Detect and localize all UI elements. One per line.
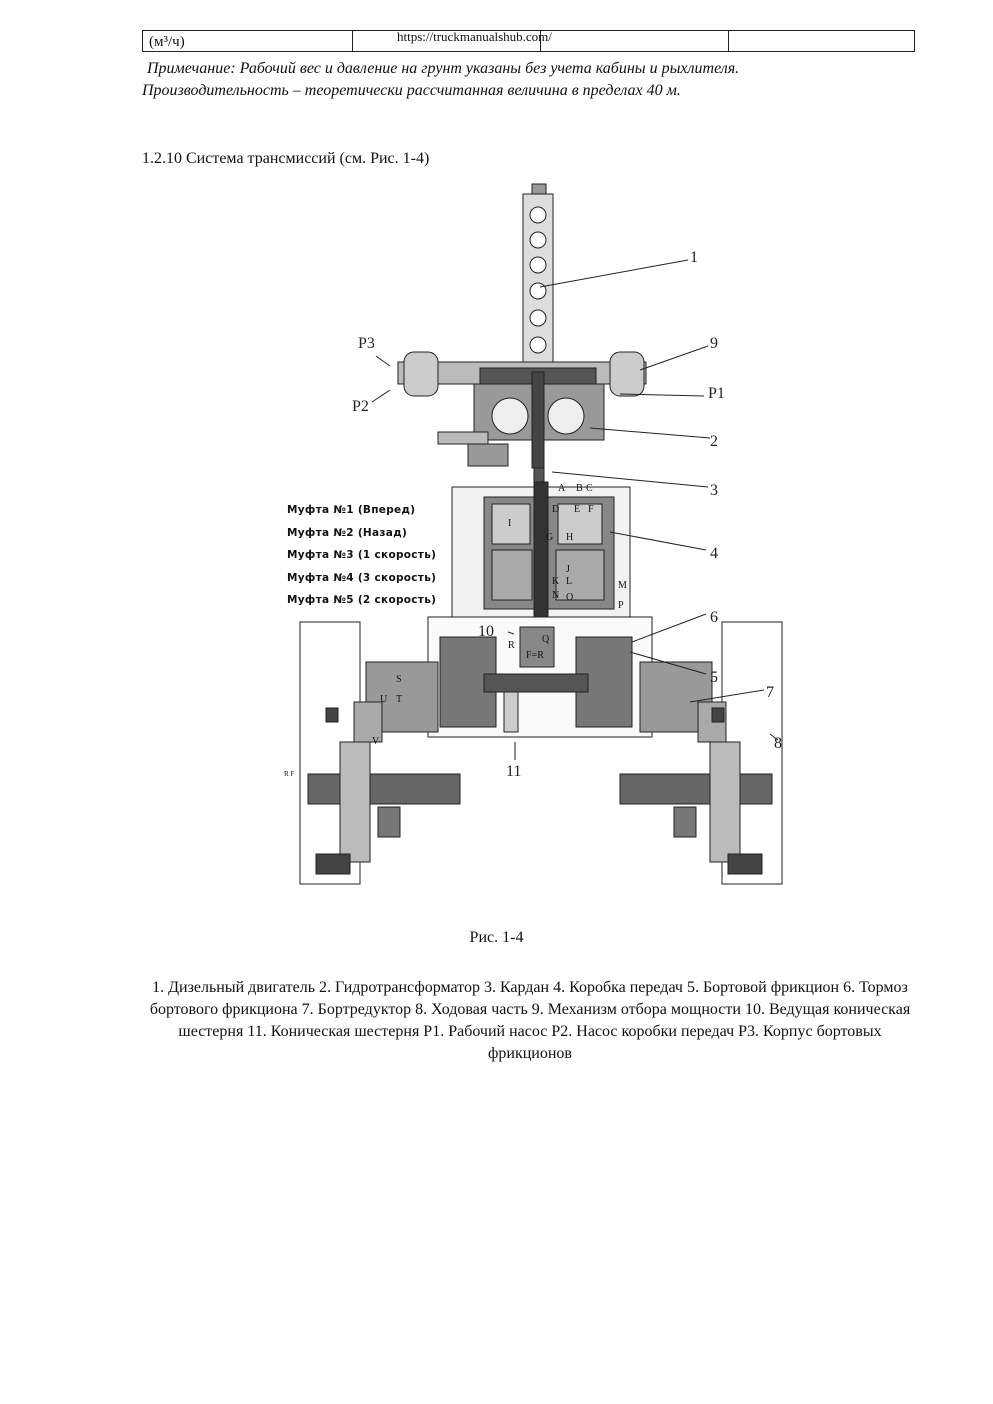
callout-10: 10 [478,623,494,640]
clutch-list: Муфта №1 (Вперед) Муфта №2 (Назад) Муфта… [287,499,436,612]
callout-p3: P3 [358,335,375,352]
letter-p: P [618,600,624,611]
letter-k: K [552,576,560,587]
callout-9: 9 [710,335,718,352]
callout-3: 3 [710,482,718,499]
letter-j: J [566,564,570,575]
letter-q: Q [542,634,550,645]
letter-fr: F=R [526,650,544,661]
letter-r: R [508,640,515,651]
callout-11: 11 [506,763,521,780]
table-divider [728,30,729,52]
letter-i: I [508,518,511,529]
letter-a: A [558,483,566,494]
clutch-item-4: Муфта №4 (3 скорость) [287,571,437,584]
transmission-diagram: 1 2 3 4 5 6 7 8 9 10 11 P1 P2 P3 A B C D… [270,182,810,894]
callout-p1: P1 [708,385,725,402]
letter-n: N [552,590,559,601]
letter-l: L [566,576,572,587]
figure-legend: 1. Дизельный двигатель 2. Гидротрансформ… [149,979,911,1062]
callout-7: 7 [766,684,774,701]
letter-s: S [396,674,402,685]
callout-8: 8 [774,735,782,752]
section-heading: 1.2.10 Система трансмиссий (см. Рис. 1-4… [142,150,430,167]
letter-u: U [380,694,388,705]
callout-2: 2 [710,433,718,450]
figure-caption: Рис. 1-4 [469,929,524,946]
table-cell [541,31,729,51]
letter-e: E [574,504,580,515]
clutch-item-3: Муфта №3 (1 скорость) [287,549,437,562]
letter-o: O [566,592,573,603]
callout-1: 1 [690,249,698,266]
unit-label: (м³/ч) [149,34,185,50]
letter-m: M [618,580,627,591]
callout-4: 4 [710,545,718,562]
letter-c: C [586,483,593,494]
clutch-item-2: Муфта №2 (Назад) [287,526,408,539]
letter-b: B [576,483,583,494]
callout-p2: P2 [352,398,369,415]
letter-t: T [396,694,402,705]
letter-f: F [588,504,594,515]
letter-h: H [566,532,573,543]
source-url: https://truckmanualshub.com/ [397,29,552,44]
letter-g: G [546,532,553,543]
clutch-item-5: Муфта №5 (2 скорость) [287,594,437,607]
letter-v: V [372,736,380,747]
clutch-item-1: Муфта №1 (Вперед) [287,504,416,516]
note-line-2: Производительность – теоретически рассчи… [142,82,681,99]
note: Примечание: Рабочий вес и давление на гр… [142,58,922,102]
letter-rf: R F [284,770,294,778]
note-line-1: Примечание: Рабочий вес и давление на гр… [147,60,740,77]
callout-6: 6 [710,609,718,626]
table-cell-unit: (м³/ч) [143,31,353,51]
callout-5: 5 [710,669,718,686]
letter-d: D [552,504,559,515]
table-divider [540,30,541,52]
